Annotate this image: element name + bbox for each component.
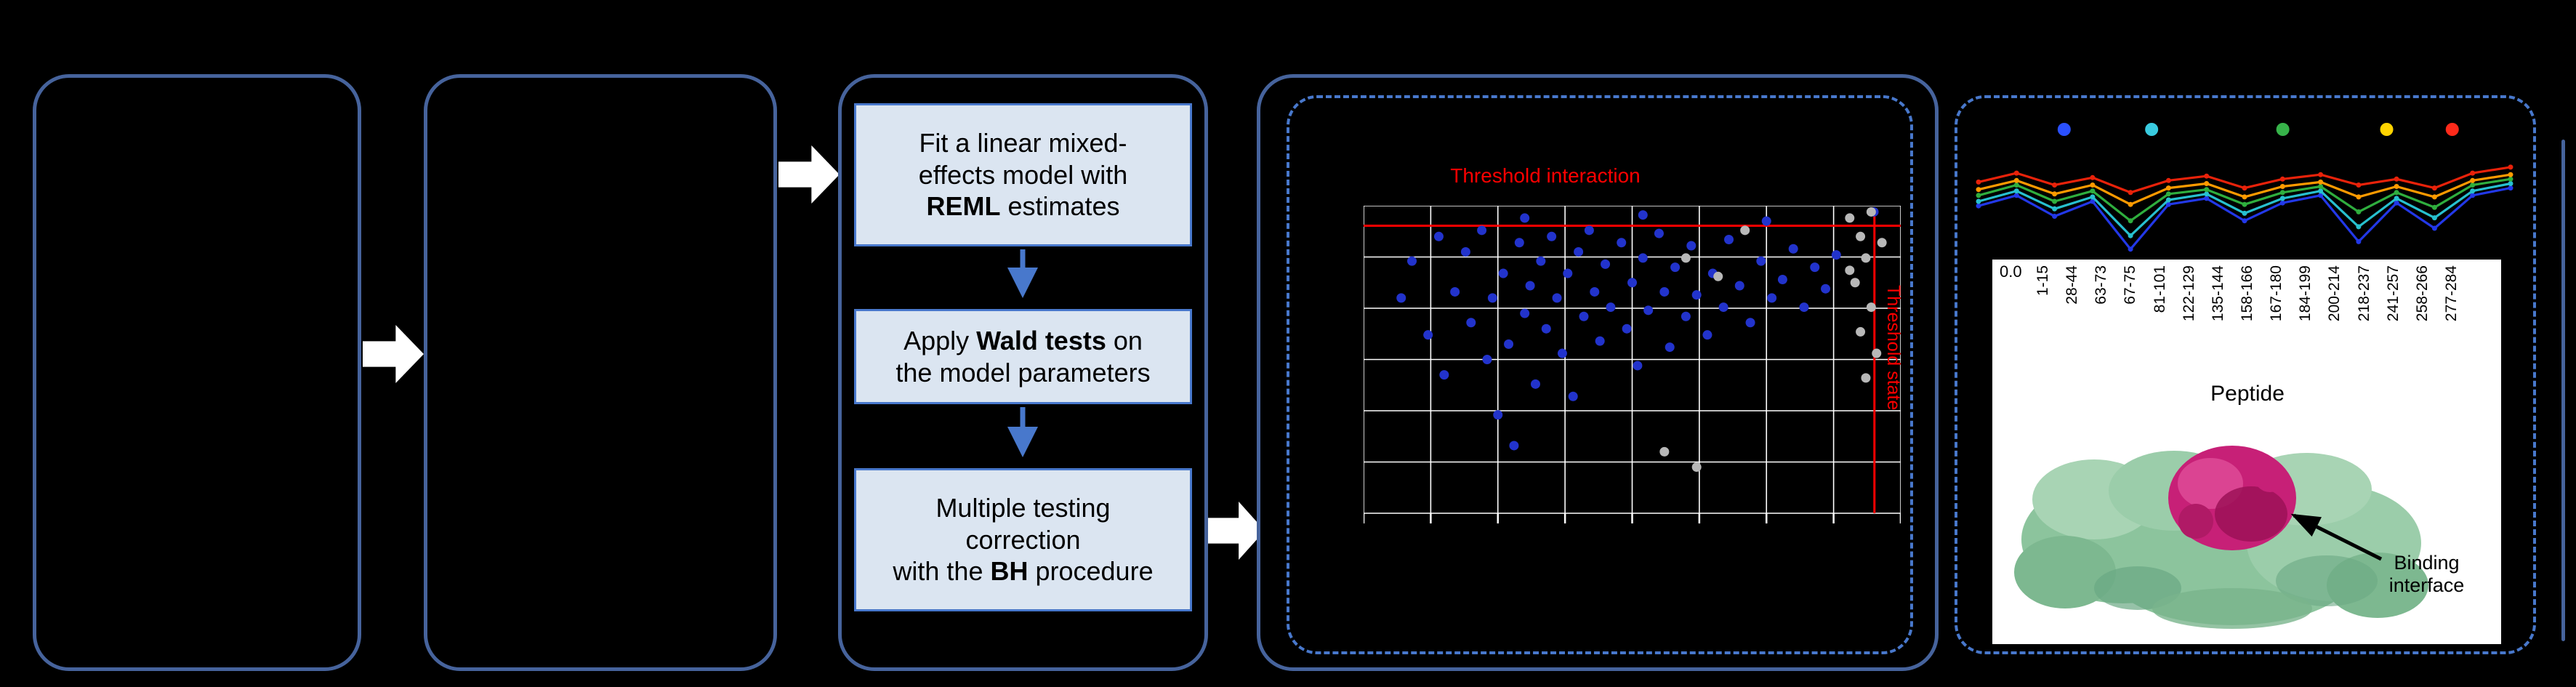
peptide-tick-label: 184-199 bbox=[2297, 265, 2314, 322]
flow-right-arrow-icon bbox=[778, 145, 840, 204]
binding-interface-annotation: Binding interface bbox=[2388, 552, 2465, 597]
down-arrow-icon bbox=[1007, 249, 1038, 298]
threshold-state-label: Threshold state bbox=[1883, 285, 1904, 411]
peptide-tick-label: 218-237 bbox=[2355, 265, 2372, 322]
uptake-ytick-label: 0.0 bbox=[2000, 262, 2022, 281]
uptake-line-chart bbox=[1976, 123, 2513, 252]
threshold-interaction-label: Threshold interaction bbox=[1450, 164, 1641, 187]
peptide-dashed-box bbox=[1955, 95, 2536, 654]
peptide-tick-label: 1-15 bbox=[2034, 265, 2051, 297]
input-panel bbox=[33, 74, 361, 671]
binding-interface-patch bbox=[2168, 446, 2296, 550]
right-panel-border bbox=[2561, 140, 2565, 641]
results-panel bbox=[1257, 74, 1939, 671]
peptide-tick-label: 28-44 bbox=[2064, 265, 2081, 305]
scatter-dashed-box bbox=[1287, 95, 1913, 654]
peptide-tick-label: 258-266 bbox=[2413, 265, 2431, 322]
peptide-tick-label: 241-257 bbox=[2384, 265, 2402, 322]
down-arrow-icon bbox=[1007, 407, 1038, 457]
peptide-tick-label: 63-73 bbox=[2093, 265, 2110, 305]
csv-panel: X CSV bbox=[424, 74, 1187, 671]
scatter-plot-canvas bbox=[1364, 206, 1901, 523]
peptide-tick-label: 135-144 bbox=[2209, 265, 2226, 322]
peptide-tick-label: 277-284 bbox=[2442, 265, 2460, 322]
peptide-axis-panel: 0.0 1-15 28-44 63-73 67-75 81-101 122-129 135-… bbox=[1992, 260, 2501, 644]
flow-right-arrow-icon bbox=[363, 325, 424, 383]
binding-arrow-icon bbox=[2290, 513, 2383, 561]
peptide-axis-labels: 1-15 28-44 63-73 67-75 81-101 122-129 135-144 1… bbox=[2034, 265, 2460, 321]
peptide-tick-label: 158-166 bbox=[2238, 265, 2255, 322]
protein-structure-image bbox=[2014, 446, 2428, 629]
peptide-axis-title: Peptide bbox=[2210, 382, 2285, 406]
peptide-tick-label: 167-180 bbox=[2268, 265, 2285, 322]
peptide-tick-label: 81-101 bbox=[2151, 265, 2168, 313]
peptide-tick-label: 67-75 bbox=[2122, 265, 2139, 305]
peptide-tick-label: 200-214 bbox=[2326, 265, 2343, 322]
peptide-tick-label: 122-129 bbox=[2180, 265, 2197, 322]
